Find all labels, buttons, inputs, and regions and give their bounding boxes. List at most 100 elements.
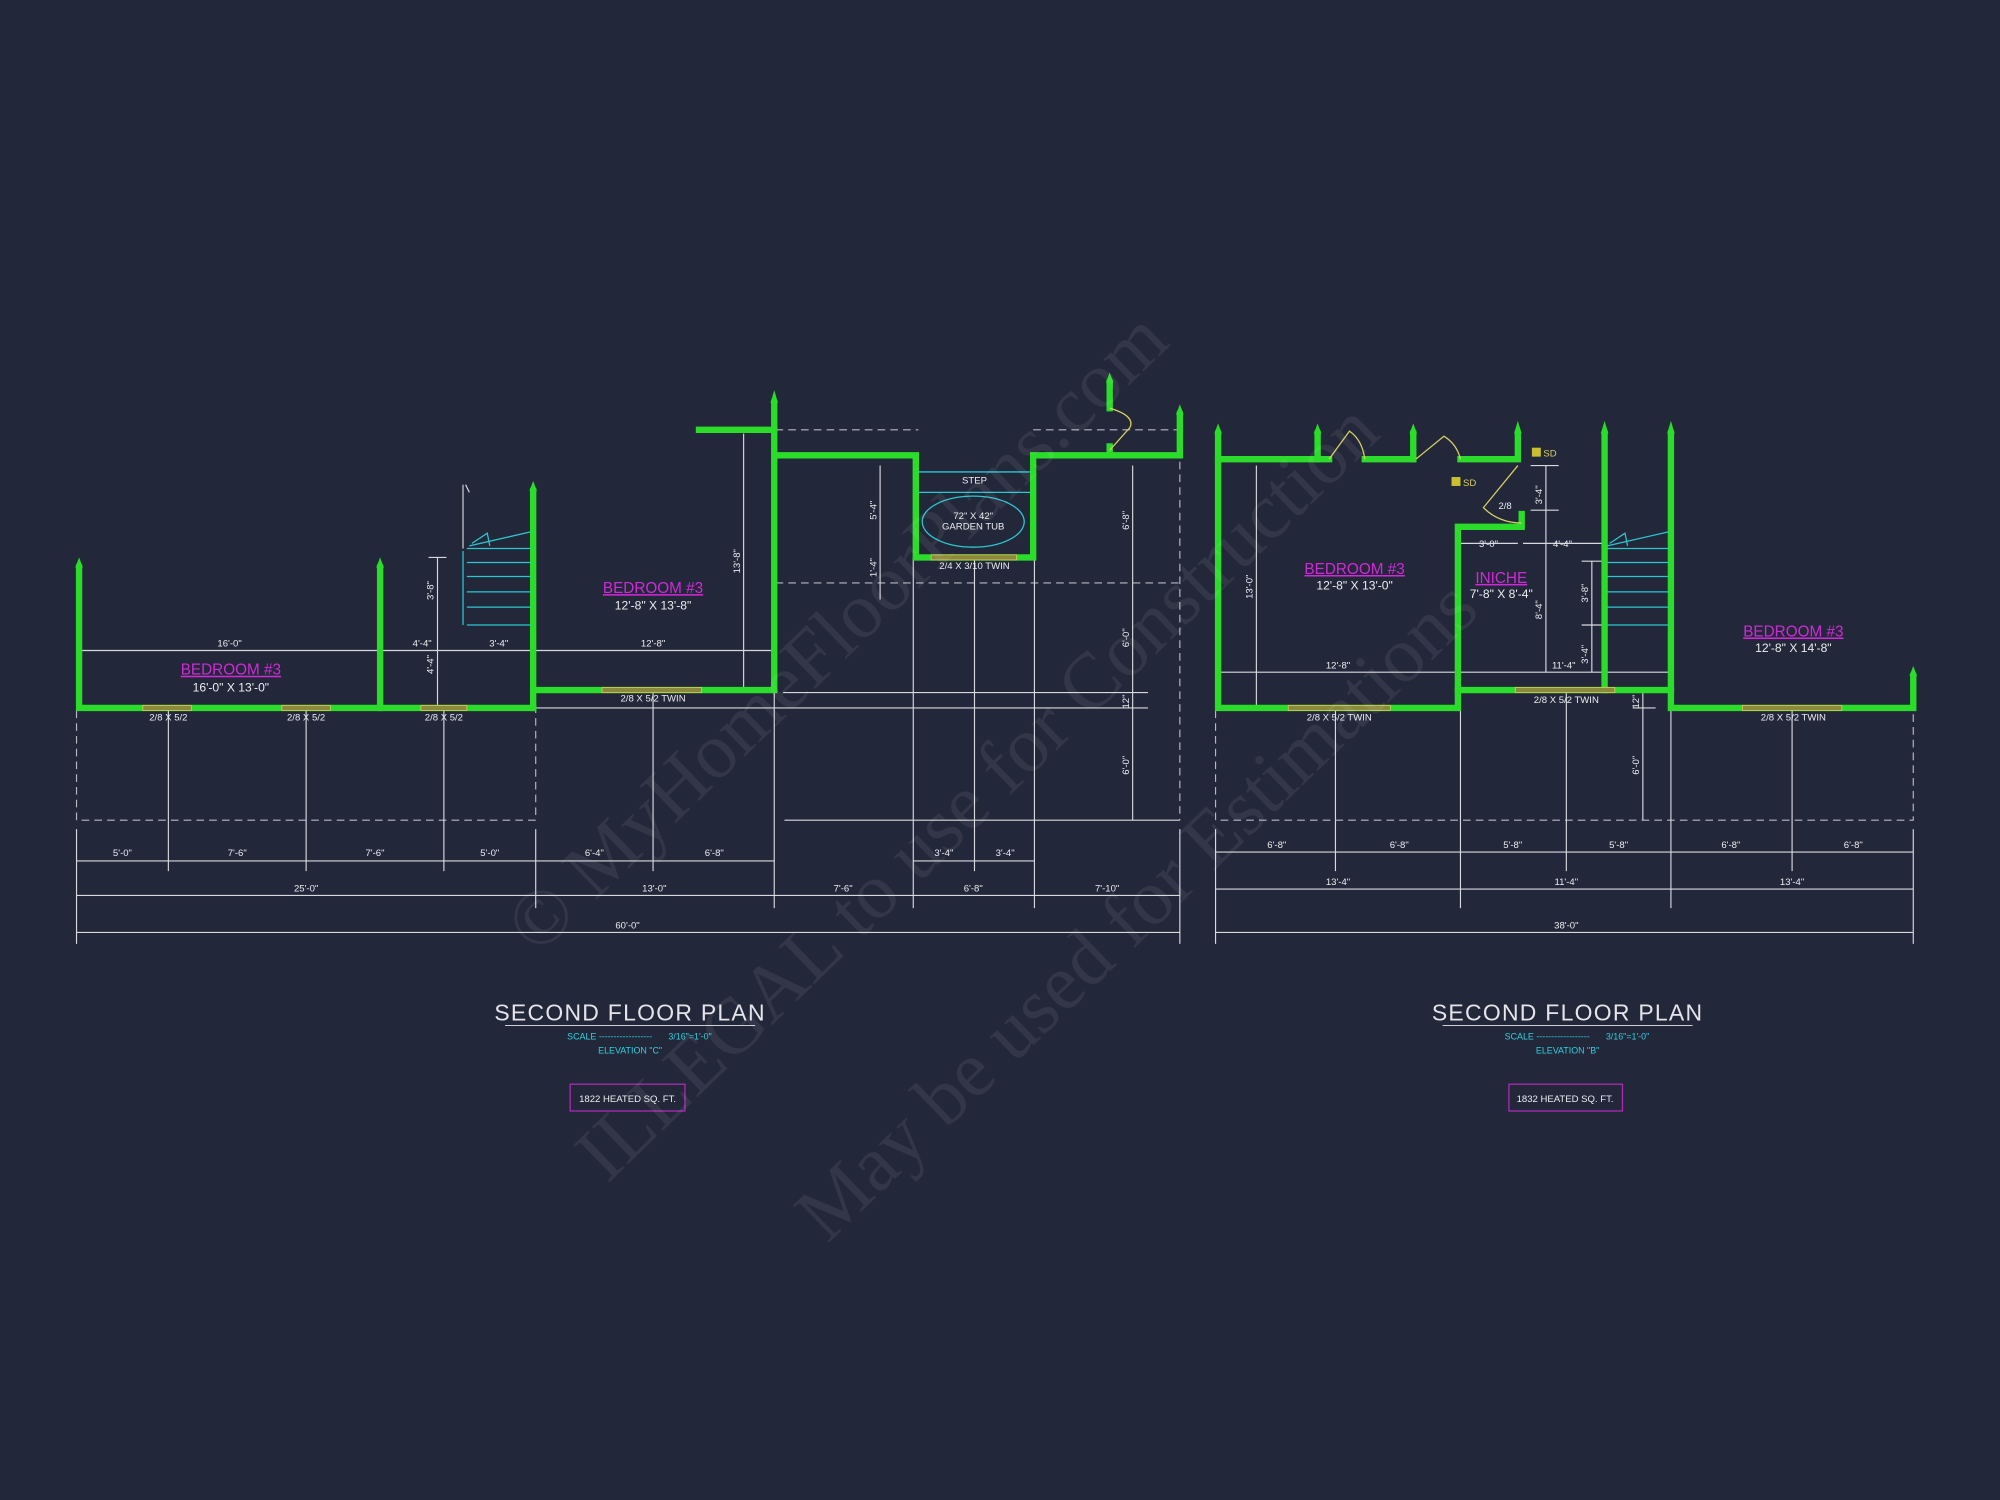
room-size: 12'-8" X 13'-8" [615,599,692,613]
room-name: BEDROOM #3 [1743,623,1843,640]
dim-label: 1'-4" [868,558,879,577]
smoke-detector-icon [1451,477,1461,486]
window-label: 2/8 X 5/2 TWIN [621,694,686,705]
room-name: BEDROOM #3 [181,662,281,679]
dim-label: 3'-4" [934,848,953,859]
dim-label: 7'-6" [834,884,853,895]
window-label: 2/8 X 5/2 TWIN [1761,713,1826,724]
window [142,704,192,711]
window [1287,704,1391,711]
dim-label: 3'-4" [1580,645,1591,664]
dim-label: 6'-8" [1390,840,1409,851]
walls [75,372,1184,712]
dim-label: 16'-0" [217,639,241,650]
dim-label: 6'-0" [1121,756,1132,775]
elevation-label: ELEVATION "C" [598,1046,662,1056]
dim-label: 6'-8" [964,884,983,895]
dim-label: 8'-4" [1534,600,1545,619]
dim-label: 13'-0" [642,884,666,895]
dim-label: 6'-4" [585,848,604,859]
dim-label: 13'-4" [1326,877,1350,888]
dim-label: 12'-8" [1326,660,1350,671]
window [420,704,468,711]
dim-label: 12'-8" [641,639,665,650]
scale-label: SCALE ------------------ [567,1032,652,1042]
dim-label: 25'-0" [294,884,318,895]
dim-label: 3'-4" [489,639,508,650]
staircase [1607,531,1669,626]
elevation-label: ELEVATION "B" [1536,1046,1599,1056]
dim-label: 11'-4" [1555,877,1579,888]
dim-label: 7'-6" [365,848,384,859]
garden-tub [921,495,1025,548]
dim-label: 6'-0" [1121,628,1132,647]
window-label: 2/8 X 5/2 [149,713,187,724]
heated-area: 1832 HEATED SQ. FT. [1517,1094,1614,1105]
dim-label: 3'-8" [1580,584,1591,603]
dim-label: 7'-10" [1095,884,1119,895]
window [1514,687,1616,693]
window [930,554,1017,561]
dim-label: 4'-4" [413,639,432,650]
dim-label: 13'-4" [1780,877,1804,888]
tub-name: GARDEN TUB [942,521,1004,532]
sd-label: SD [1463,478,1476,489]
right-floor-plan: SD SD 2/8 BEDROOM #3 12'-8" X 13'-0" INI… [1214,420,1918,1112]
room-size: 7'-8" X 8'-4" [1470,587,1533,601]
window-label: 2/8 X 5/2 TWIN [1307,713,1372,724]
plan-title: SECOND FLOOR PLAN [1432,999,1704,1025]
dim-label: 6'-8" [1121,511,1132,530]
room-size: 12'-8" X 14'-8" [1755,641,1831,655]
smoke-detector-icon [1531,447,1541,457]
dim-label: 4'-4" [426,655,437,674]
sd-label: SD [1543,449,1556,460]
plan-title: SECOND FLOOR PLAN [494,999,765,1025]
dim-label: 3'-4" [996,848,1015,859]
staircase [462,484,531,626]
window [601,687,702,693]
door-swing [1109,407,1132,451]
dim-label: 12" [1631,695,1642,709]
window [281,704,331,711]
dim-label: 6'-8" [1844,840,1863,851]
dim-total: 38'-0" [1554,921,1578,932]
window-label: 2/8 X 5/2 [425,713,463,724]
tub-size: 72" X 42" [953,511,993,522]
window-label: 2/8 X 5/2 TWIN [1534,695,1599,706]
scale-value: 3/16"=1'-0" [668,1032,711,1042]
heated-area: 1822 HEATED SQ. FT. [579,1094,676,1105]
room-size: 16'-0" X 13'-0" [193,680,270,694]
dim-label: 5'-8" [1503,840,1522,851]
dim-label: 6'-8" [1721,840,1740,851]
dim-label: 13'-8" [732,549,743,573]
dim-total: 60'-0" [615,921,639,932]
walls [1214,420,1918,712]
dim-label: 5'-0" [480,848,499,859]
dim-label: 3'-8" [426,581,437,600]
area-box [569,1083,686,1112]
room-name: BEDROOM #3 [1304,561,1404,578]
dim-label: 3'-0" [1479,539,1498,550]
dim-label: 3'-4" [1534,485,1545,504]
step-label: STEP [962,475,987,486]
dim-label: 12" [1121,695,1132,709]
window-label: 2/4 X 3/10 TWIN [939,561,1009,572]
window-label: 2/8 X 5/2 [287,713,325,724]
room-name: BEDROOM #3 [603,580,703,597]
dim-label: 6'-0" [1631,756,1642,775]
dim-label: 13'-0" [1245,575,1256,599]
dim-label: 6'-8" [1267,840,1286,851]
dim-label: 4'-4" [1553,539,1572,550]
room-name: INICHE [1475,570,1527,587]
door-label: 2/8 [1498,501,1511,512]
dim-label: 5'-0" [113,848,132,859]
area-box [1508,1083,1624,1112]
dim-label: 6'-8" [705,848,724,859]
door-swing [1328,430,1522,524]
scale-value: 3/16"=1'-0" [1606,1032,1649,1042]
dim-label: 5'-8" [1609,840,1628,851]
room-size: 12'-8" X 13'-0" [1316,578,1392,592]
dim-label: 11'-4" [1552,660,1576,671]
window [1741,704,1843,711]
